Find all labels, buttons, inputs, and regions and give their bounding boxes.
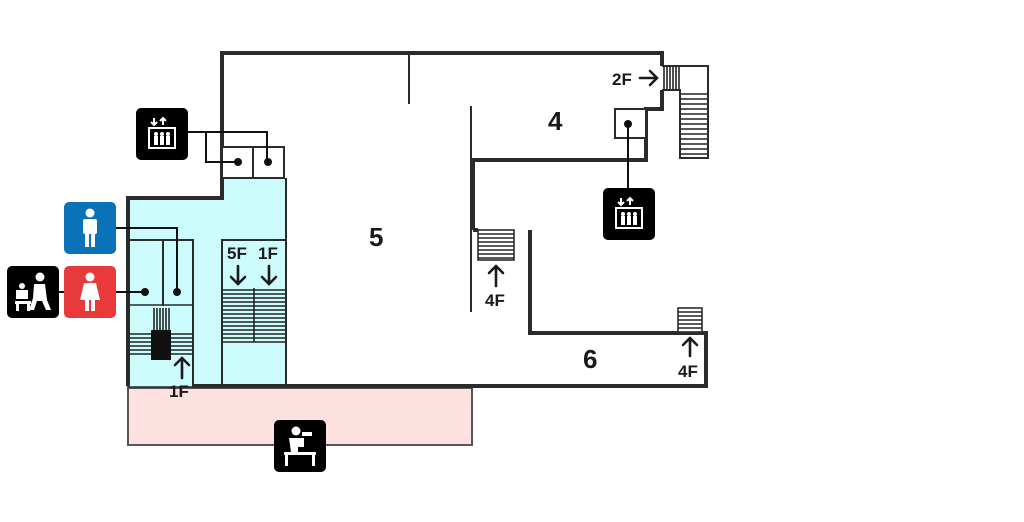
mens-restroom-icon[interactable] <box>64 202 116 254</box>
stair-label-1f-center: 1F <box>258 244 278 263</box>
stair-label-4f-right: 4F <box>678 362 698 381</box>
stair-label-1f-left: 1F <box>169 382 189 401</box>
elevator-icon[interactable] <box>603 188 655 240</box>
stairs-top-right <box>663 67 707 155</box>
area-4-label: 4 <box>548 106 563 136</box>
baby-care-icon[interactable] <box>7 266 59 318</box>
stair-label-4f-mid: 4F <box>485 291 505 310</box>
stairs-left <box>130 308 192 360</box>
stair-arrows <box>173 69 699 380</box>
stair-label-2f: 2F <box>612 70 632 89</box>
drinking-fountain-icon[interactable] <box>274 420 326 472</box>
elevator-icon[interactable] <box>136 108 188 160</box>
stairs-mid <box>477 229 515 261</box>
area-6-label: 6 <box>583 344 597 374</box>
stairs-center <box>222 288 286 343</box>
area-5-label: 5 <box>369 222 383 252</box>
womens-restroom-icon[interactable] <box>64 266 116 318</box>
stair-label-5f: 5F <box>227 244 247 263</box>
stairs-right <box>677 307 703 333</box>
